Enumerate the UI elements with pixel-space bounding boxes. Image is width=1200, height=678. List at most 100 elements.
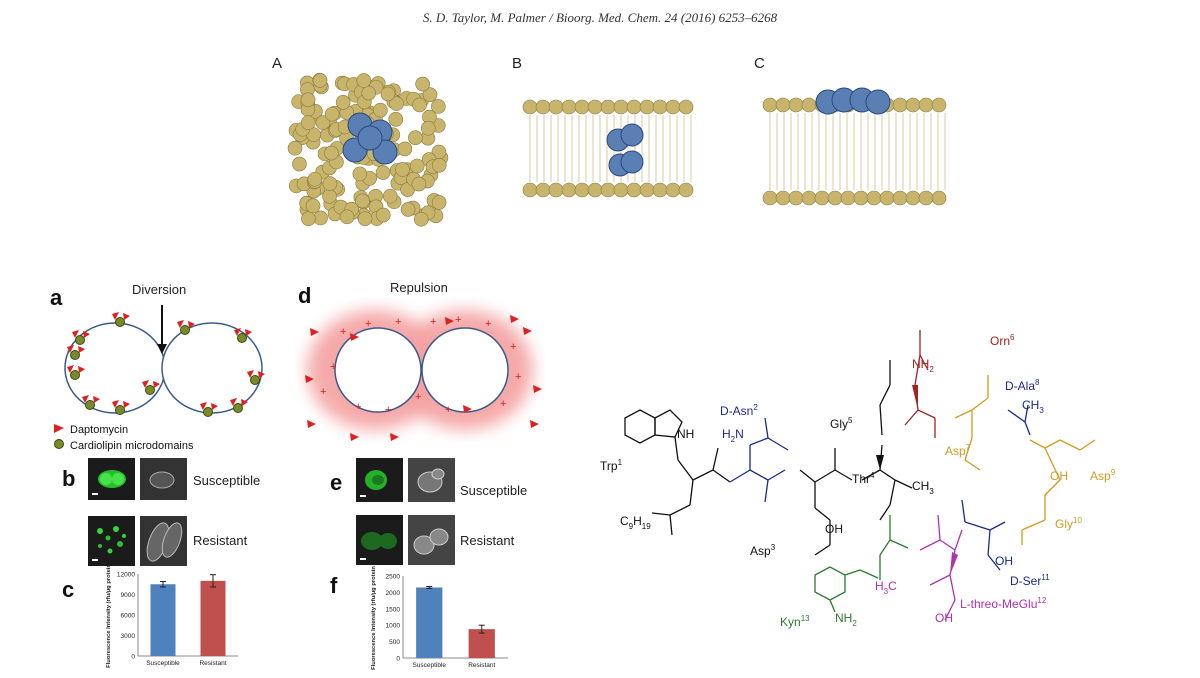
svg-text:Asp9: Asp9 bbox=[1090, 468, 1116, 483]
panel-label-c: c bbox=[62, 577, 74, 603]
lipid-sphere bbox=[880, 191, 894, 205]
lipid-sphere bbox=[376, 208, 390, 222]
lipid-sphere bbox=[306, 199, 320, 213]
lipid-sphere bbox=[776, 98, 790, 112]
lipid-sphere bbox=[421, 121, 435, 135]
lipid-sphere bbox=[413, 98, 427, 112]
lipid-sphere bbox=[906, 98, 920, 112]
lipid-sphere bbox=[292, 157, 306, 171]
lipid-sphere bbox=[324, 146, 338, 160]
label-susceptible-b: Susceptible bbox=[193, 473, 260, 488]
x-tick-label: Susceptible bbox=[146, 660, 180, 667]
svg-text:OH: OH bbox=[935, 611, 953, 625]
daptomycin-legend-icon bbox=[54, 424, 64, 433]
lipid-sphere bbox=[301, 116, 315, 130]
lipid-sphere bbox=[357, 74, 371, 88]
svg-text:CH3: CH3 bbox=[1022, 398, 1044, 415]
positive-charge-mark: + bbox=[395, 316, 401, 328]
positive-charge-mark: + bbox=[385, 404, 391, 416]
lipid-sphere bbox=[432, 195, 446, 209]
lipid-sphere bbox=[932, 191, 946, 205]
positive-charge-mark: + bbox=[320, 386, 326, 398]
lipid-sphere bbox=[666, 100, 680, 114]
y-tick-label: 1500 bbox=[386, 606, 401, 613]
lipid-sphere bbox=[653, 100, 667, 114]
x-tick-label: Susceptible bbox=[412, 662, 446, 669]
title-repulsion: Repulsion bbox=[390, 280, 448, 295]
svg-text:NH2: NH2 bbox=[912, 357, 934, 374]
model-c-surface-adsorbed bbox=[763, 88, 946, 205]
svg-text:Trp1: Trp1 bbox=[600, 458, 623, 473]
svg-text:D-Ala8: D-Ala8 bbox=[1005, 378, 1040, 393]
lipid-sphere bbox=[828, 191, 842, 205]
orn-residue-bonds bbox=[905, 330, 935, 438]
cardiolipin-dot bbox=[116, 406, 125, 415]
svg-text:NH: NH bbox=[677, 427, 694, 441]
lipid-sphere bbox=[666, 183, 680, 197]
micrograph-e-resistant-fluorescence bbox=[356, 515, 403, 565]
lipid-sphere bbox=[353, 167, 367, 181]
lipid-sphere bbox=[932, 98, 946, 112]
meglu-wedge-bond bbox=[950, 552, 958, 575]
cardiolipin-dot bbox=[251, 376, 260, 385]
lipid-sphere bbox=[627, 100, 641, 114]
y-tick-label: 0 bbox=[396, 656, 400, 663]
svg-text:Kyn13: Kyn13 bbox=[780, 614, 810, 629]
lipid-sphere bbox=[562, 183, 576, 197]
positive-charge-mark: + bbox=[515, 371, 521, 383]
daptomycin-marker bbox=[310, 328, 319, 336]
positive-charge-mark: + bbox=[445, 404, 451, 416]
lipid-sphere bbox=[325, 107, 339, 121]
lipid-sphere bbox=[414, 212, 428, 226]
lipid-sphere bbox=[396, 162, 410, 176]
lipid-sphere bbox=[536, 183, 550, 197]
positive-charge-mark: + bbox=[500, 398, 506, 410]
lipid-sphere bbox=[336, 95, 350, 109]
svg-text:OH: OH bbox=[1050, 469, 1068, 483]
y-axis-label: Fluorescence Intensity (rfu/µg protein) bbox=[106, 566, 112, 668]
y-axis-label: Fluorescence Intensity (rfu/µg protein) bbox=[371, 566, 377, 670]
lipid-sphere bbox=[355, 194, 369, 208]
lipid-sphere bbox=[893, 191, 907, 205]
positive-charge-mark: + bbox=[355, 401, 361, 413]
daptomycin-marker bbox=[245, 329, 252, 336]
panel-label-b: b bbox=[62, 466, 75, 492]
positive-charge-mark: + bbox=[455, 314, 461, 326]
asp3-residue-bonds bbox=[800, 360, 912, 555]
micrograph-e-susceptible-brightfield bbox=[408, 458, 455, 502]
lipid-sphere bbox=[410, 159, 424, 173]
micrograph-resistant-brightfield bbox=[140, 516, 187, 566]
y-tick-label: 2000 bbox=[386, 590, 401, 597]
lipid-sphere bbox=[301, 93, 315, 107]
lipid-sphere bbox=[288, 141, 302, 155]
y-tick-label: 2500 bbox=[386, 574, 401, 581]
positive-charge-mark: + bbox=[485, 318, 491, 330]
page-citation-header: S. D. Taylor, M. Palmer / Bioorg. Med. C… bbox=[0, 10, 1200, 26]
lipid-sphere bbox=[340, 210, 354, 224]
cardiolipin-legend-icon bbox=[55, 440, 64, 449]
svg-text:H2N: H2N bbox=[722, 427, 744, 444]
legend-markers bbox=[52, 424, 66, 450]
cardiolipin-dot bbox=[204, 408, 213, 417]
svg-text:D-Asn2: D-Asn2 bbox=[720, 403, 758, 418]
cardiolipin-dot bbox=[71, 351, 80, 360]
lipid-sphere bbox=[549, 100, 563, 114]
lipid-sphere bbox=[381, 87, 395, 101]
cardiolipin-dot bbox=[116, 318, 125, 327]
svg-text:CH3: CH3 bbox=[912, 479, 934, 496]
lipid-sphere bbox=[549, 183, 563, 197]
bar bbox=[151, 584, 176, 656]
cardiolipin-dot bbox=[238, 334, 247, 343]
label-resistant-b: Resistant bbox=[193, 533, 247, 548]
title-diversion: Diversion bbox=[132, 282, 186, 297]
lipid-sphere bbox=[416, 77, 430, 91]
lipid-sphere bbox=[640, 100, 654, 114]
lipid-sphere bbox=[588, 100, 602, 114]
lipid-sphere bbox=[919, 191, 933, 205]
svg-text:OH: OH bbox=[825, 522, 843, 536]
lipid-sphere bbox=[308, 172, 322, 186]
lipid-sphere bbox=[362, 86, 376, 100]
lipid-sphere bbox=[401, 202, 415, 216]
positive-charge-mark: + bbox=[365, 318, 371, 330]
peptide-sphere bbox=[866, 90, 890, 114]
